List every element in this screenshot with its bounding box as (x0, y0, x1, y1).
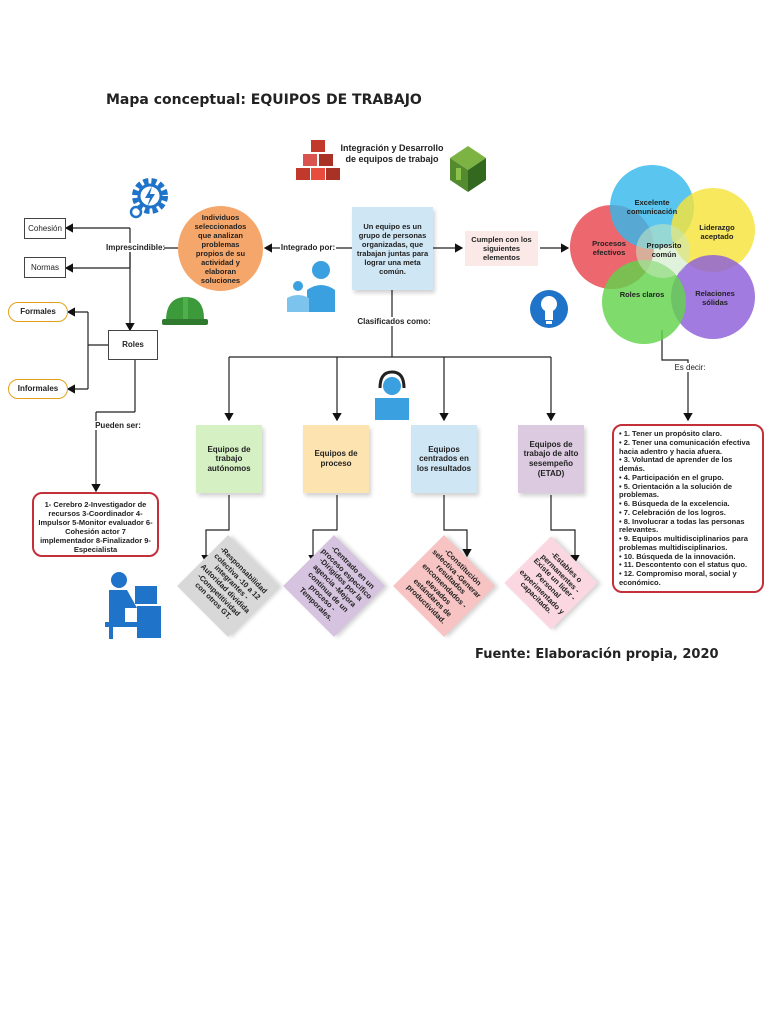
red-cubes-icon (296, 140, 340, 180)
circle-label-liderazgo: Liderazgo aceptado (699, 223, 735, 241)
circle-label-roles-claros: Roles claros (619, 290, 665, 299)
central-concept-box: Un equipo es un grupo de personas organi… (352, 207, 433, 290)
list-item: • 12. Compromiso moral, social y económi… (619, 569, 737, 588)
green-box-icon (450, 146, 486, 192)
pueden-ser-label: Pueden ser: (92, 421, 144, 431)
type-autonomos-box: Equipos de trabajo autónomos (196, 425, 262, 493)
page-title: Mapa conceptual: EQUIPOS DE TRABAJO (106, 92, 422, 108)
list-item: • 1. Tener un propósito claro. (619, 429, 722, 438)
integrado-por-label: Integrado por: (280, 243, 336, 253)
type-resultados-box: Equipos centrados en los resultados (411, 425, 477, 493)
imprescindible-label: Imprescindible: (106, 243, 166, 253)
roles-list-box: 1- Cerebro 2-Investigador de recursos 3-… (32, 492, 159, 557)
roles-box: Roles (108, 330, 158, 360)
gear-bolt-icon (129, 178, 168, 219)
circle-label-comunicacion: Excelente comunicación (626, 198, 678, 216)
circle-proposito (636, 224, 690, 278)
person-headset-icon (375, 370, 409, 420)
informales-pill: Informales (8, 379, 68, 399)
header-text: Integración y Desarrollo de equipos de t… (340, 143, 444, 164)
list-item: • 4. Participación en el grupo. (619, 472, 724, 482)
list-item: • 10. Búsqueda de la innovación. (619, 551, 736, 561)
circle-label-procesos: Procesos efectivos (592, 239, 626, 257)
clasificados-label: Clasificados como: (356, 317, 432, 327)
hardhat-icon (162, 297, 208, 325)
list-item: • 6. Búsqueda de la excelencia. (619, 499, 730, 509)
elements-list-box: • 1. Tener un propósito claro. • 2. Tene… (612, 424, 764, 593)
source-caption: Fuente: Elaboración propia, 2020 (475, 647, 719, 662)
circle-label-relaciones: Relaciones sólidas (695, 289, 735, 307)
list-item: • 7. Celebración de los logros. (619, 507, 726, 517)
list-item: • 8. Involucrar a todas las personas rel… (619, 516, 745, 535)
list-item: • 11. Descontento con el status quo. (619, 560, 748, 570)
type-etad-box: Equipos de trabajo de alto sesempeño (ET… (518, 425, 584, 493)
normas-box: Normas (24, 257, 66, 278)
cumplen-box: Cumplen con los siguientes elementos (465, 231, 538, 266)
type-proceso-box: Equipos de proceso (303, 425, 369, 493)
person-computer-icon (105, 572, 161, 639)
list-item: • 3. Voluntad de aprender de los demás. (619, 455, 733, 474)
formales-pill: Formales (8, 302, 68, 322)
es-decir-label: Es decir: (670, 363, 710, 373)
circle-label-proposito: Proposito común (646, 241, 682, 259)
elements-list: • 1. Tener un propósito claro. • 2. Tene… (614, 426, 762, 592)
list-item: • 2. Tener una comunicación efectiva hac… (619, 437, 750, 456)
team-people-icon (287, 261, 335, 312)
individuos-circle: Individuos seleccionados que analizan pr… (178, 206, 263, 291)
list-item: • 5. Orientación a la solución de proble… (619, 481, 733, 500)
roles-list-text: 1- Cerebro 2-Investigador de recursos 3-… (38, 500, 153, 554)
list-item: • 9. Equipos multidisciplinarios para pr… (619, 534, 748, 552)
lightbulb-icon (530, 290, 568, 328)
cohesion-box: Cohesión (24, 218, 66, 239)
